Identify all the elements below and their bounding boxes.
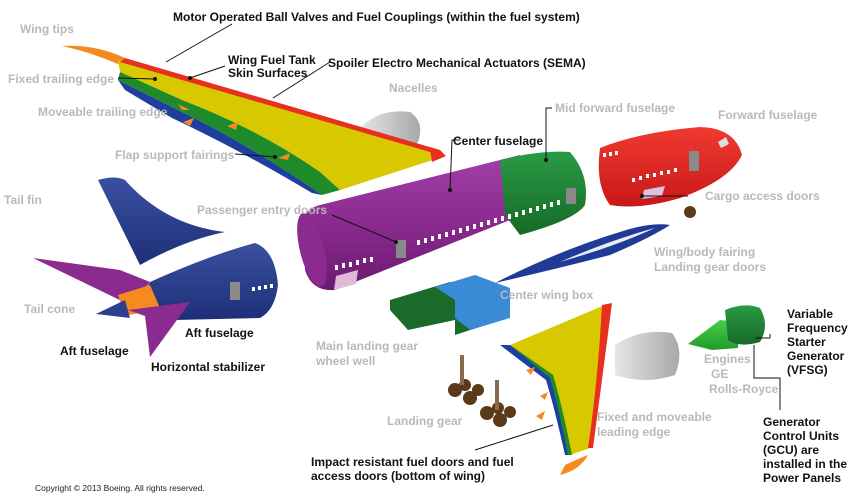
label-gcu-2: Control Units (763, 429, 839, 443)
forward-fuselage (598, 127, 742, 207)
label-engines-ge: GE (711, 367, 729, 381)
label-nacelles: Nacelles (389, 81, 438, 95)
label-gcu-1: Generator (763, 415, 821, 429)
leader-lines (117, 23, 781, 451)
label-fixed-trailing-edge: Fixed trailing edge (8, 72, 115, 86)
label-vfsg-1: Variable (787, 307, 834, 321)
label-motor-valves: Motor Operated Ball Valves and Fuel Coup… (173, 10, 580, 24)
horizontal-stabilizer-right (128, 302, 190, 357)
label-aft-fuselage-left: Aft fuselage (60, 344, 129, 358)
label-landing-gear-doors: Landing gear doors (654, 260, 767, 274)
label-mid-forward-fuselage: Mid forward fuselage (555, 101, 676, 115)
wing-tip-top (62, 45, 125, 64)
label-passenger-entry-doors: Passenger entry doors (197, 203, 328, 217)
label-wheel-well: wheel well (316, 354, 376, 368)
label-horizontal-stabilizer: Horizontal stabilizer (151, 360, 266, 374)
label-fixed-moveable-leading-edge-2: leading edge (597, 425, 671, 439)
label-fixed-moveable-leading-edge-1: Fixed and moveable (597, 410, 712, 424)
label-gcu-5: Power Panels (763, 471, 842, 485)
label-sema: Spoiler Electro Mechanical Actuators (SE… (328, 56, 586, 70)
label-vfsg-3: Starter (787, 335, 826, 349)
label-wing-fuel-tank: Wing Fuel Tank (228, 53, 316, 67)
copyright-notice: Copyright © 2013 Boeing. All rights rese… (35, 483, 205, 493)
engine-nacelle (615, 331, 680, 380)
label-skin-surfaces: Skin Surfaces (228, 66, 308, 80)
bottom-wing (500, 303, 612, 475)
top-wing (62, 45, 446, 195)
vfsg (688, 305, 765, 350)
label-landing-gear: Landing gear (387, 414, 463, 428)
label-gcu-3: (GCU) are (763, 443, 820, 457)
horizontal-stabilizer-left (33, 258, 150, 305)
label-vfsg-2: Frequency (787, 321, 848, 335)
center-fuselage (304, 155, 535, 291)
label-impact-doors-1: Impact resistant fuel doors and fuel (311, 455, 514, 469)
tail-fin (98, 177, 225, 265)
label-flap-support-fairings: Flap support fairings (115, 148, 235, 162)
label-aft-fuselage-right: Aft fuselage (185, 326, 254, 340)
aft-fuselage (130, 243, 278, 320)
label-wing-body-fairing: Wing/body fairing (654, 245, 756, 259)
landing-gear (448, 355, 516, 427)
label-gcu-4: installed in the (763, 457, 848, 471)
label-center-wing-box: Center wing box (500, 288, 594, 302)
nose-gear (684, 206, 696, 218)
label-moveable-trailing-edge: Moveable trailing edge (38, 105, 168, 119)
passenger-door (396, 240, 406, 258)
label-tail-cone: Tail cone (24, 302, 76, 316)
label-center-fuselage: Center fuselage (453, 134, 544, 148)
mid-forward-fuselage (500, 151, 586, 235)
label-tail-fin: Tail fin (4, 193, 42, 207)
label-cargo-access-doors: Cargo access doors (705, 189, 820, 203)
label-vfsg-4: Generator (787, 349, 845, 363)
center-wing-box (390, 275, 510, 335)
label-engines-rolls-royce: Rolls-Royce (709, 382, 779, 396)
label-forward-fuselage: Forward fuselage (718, 108, 818, 122)
label-wing-tips: Wing tips (20, 22, 74, 36)
label-main-landing-gear: Main landing gear (316, 339, 419, 353)
fuselage-windows (335, 200, 560, 270)
label-engines: Engines (704, 352, 751, 366)
label-impact-doors-2: access doors (bottom of wing) (311, 469, 486, 483)
label-vfsg-5: (VFSG) (787, 363, 828, 377)
